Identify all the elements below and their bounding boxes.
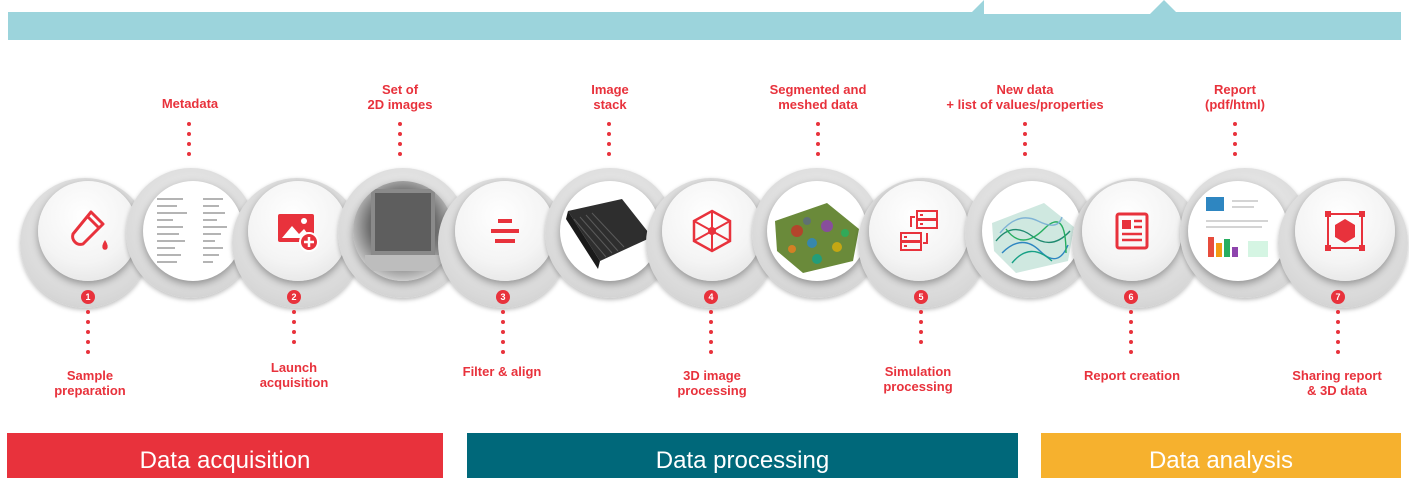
dotted-connector	[816, 122, 820, 162]
servers-icon	[900, 210, 938, 251]
hexagon-frame-icon	[1325, 211, 1365, 251]
top-label-new-data: New data + list of values/properties	[946, 82, 1104, 112]
new-data-image	[982, 181, 1082, 281]
top-band	[8, 12, 1401, 40]
step-4-number: 4	[704, 290, 718, 304]
step-6-circle	[1082, 181, 1182, 281]
step-6-number: 6	[1124, 290, 1138, 304]
images-2d-image	[353, 181, 453, 281]
align-icon	[491, 219, 519, 243]
step-5-label: Simulation processing	[883, 364, 953, 394]
network-cube-icon	[692, 209, 732, 253]
dotted-connector	[86, 310, 90, 360]
top-label-report: Report (pdf/html)	[1205, 82, 1265, 112]
dotted-connector	[709, 310, 713, 360]
test-tube-icon	[71, 210, 108, 250]
step-2-number: 2	[287, 290, 301, 304]
step-5-number: 5	[914, 290, 928, 304]
top-label-metadata: Metadata	[161, 96, 219, 111]
step-7-label: Sharing report & 3D data	[1292, 368, 1382, 398]
report-image	[1188, 181, 1288, 281]
image-add-icon	[278, 214, 319, 252]
step-3-label: Filter & align	[462, 364, 542, 379]
top-notch-right	[1150, 0, 1178, 14]
step-3-number: 3	[496, 290, 510, 304]
dotted-connector	[292, 310, 296, 350]
step-6-label: Report creation	[1083, 368, 1181, 383]
dotted-connector	[1336, 310, 1340, 360]
phase-data-acquisition: Data acquisition	[7, 433, 443, 478]
dotted-connector	[501, 310, 505, 360]
step-4-label: 3D image processing	[677, 368, 747, 398]
step-1-number: 1	[81, 290, 95, 304]
step-1-label: Sample preparation	[54, 368, 126, 398]
newspaper-icon	[1115, 212, 1149, 250]
phase-data-processing: Data processing	[467, 433, 1018, 478]
step-1-circle	[38, 181, 138, 281]
segmented-image	[767, 181, 867, 281]
dotted-connector	[919, 310, 923, 350]
dotted-connector	[1233, 122, 1237, 162]
step-7-circle	[1295, 181, 1395, 281]
top-label-segmented: Segmented and meshed data	[769, 82, 867, 112]
dotted-connector	[1023, 122, 1027, 162]
step-7-number: 7	[1331, 290, 1345, 304]
dotted-connector	[398, 122, 402, 162]
phase-data-analysis: Data analysis	[1041, 433, 1401, 478]
metadata-image	[143, 181, 243, 281]
step-3-circle	[455, 181, 555, 281]
step-4-circle	[662, 181, 762, 281]
top-label-image-stack: Image stack	[591, 82, 629, 112]
step-5-circle	[869, 181, 969, 281]
step-2-label: Launch acquisition	[259, 360, 329, 390]
step-2-circle	[248, 181, 348, 281]
dotted-connector	[187, 122, 191, 162]
image-stack-image	[560, 181, 660, 281]
dotted-connector	[607, 122, 611, 162]
top-notch-gap	[984, 0, 1154, 14]
dotted-connector	[1129, 310, 1133, 360]
top-label-2d-images: Set of 2D images	[367, 82, 433, 112]
